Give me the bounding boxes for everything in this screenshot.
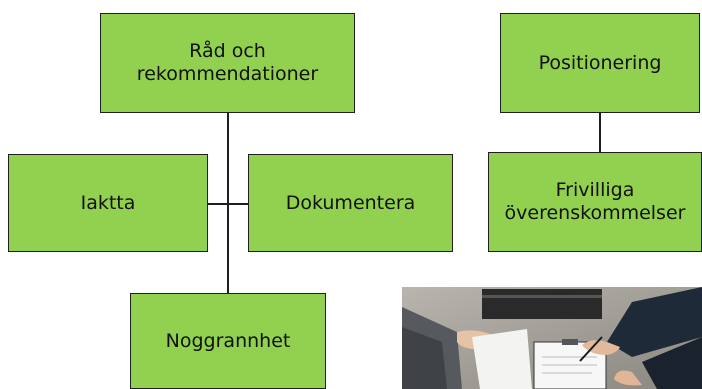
node-frivilliga-overenskommelser: Frivilliga överenskommelser xyxy=(488,152,702,252)
node-label: Dokumentera xyxy=(285,191,416,214)
node-label: Iaktta xyxy=(80,191,136,214)
connector-vertical-right xyxy=(599,113,601,152)
node-label: Frivilliga överenskommelser xyxy=(504,179,686,224)
node-rad-och-rekommendationer: Råd och rekommendationer xyxy=(100,13,355,113)
node-label: Råd och rekommendationer xyxy=(136,40,319,85)
business-meeting-icon xyxy=(402,287,702,389)
node-label: Positionering xyxy=(538,51,662,74)
connector-horizontal-main xyxy=(208,203,248,205)
node-positionering: Positionering xyxy=(500,13,700,113)
node-iaktta: Iaktta xyxy=(8,154,208,252)
node-noggrannhet: Noggrannhet xyxy=(130,293,326,389)
node-dokumentera: Dokumentera xyxy=(248,154,453,252)
node-label: Noggrannhet xyxy=(165,329,291,352)
meeting-photo xyxy=(402,287,702,389)
